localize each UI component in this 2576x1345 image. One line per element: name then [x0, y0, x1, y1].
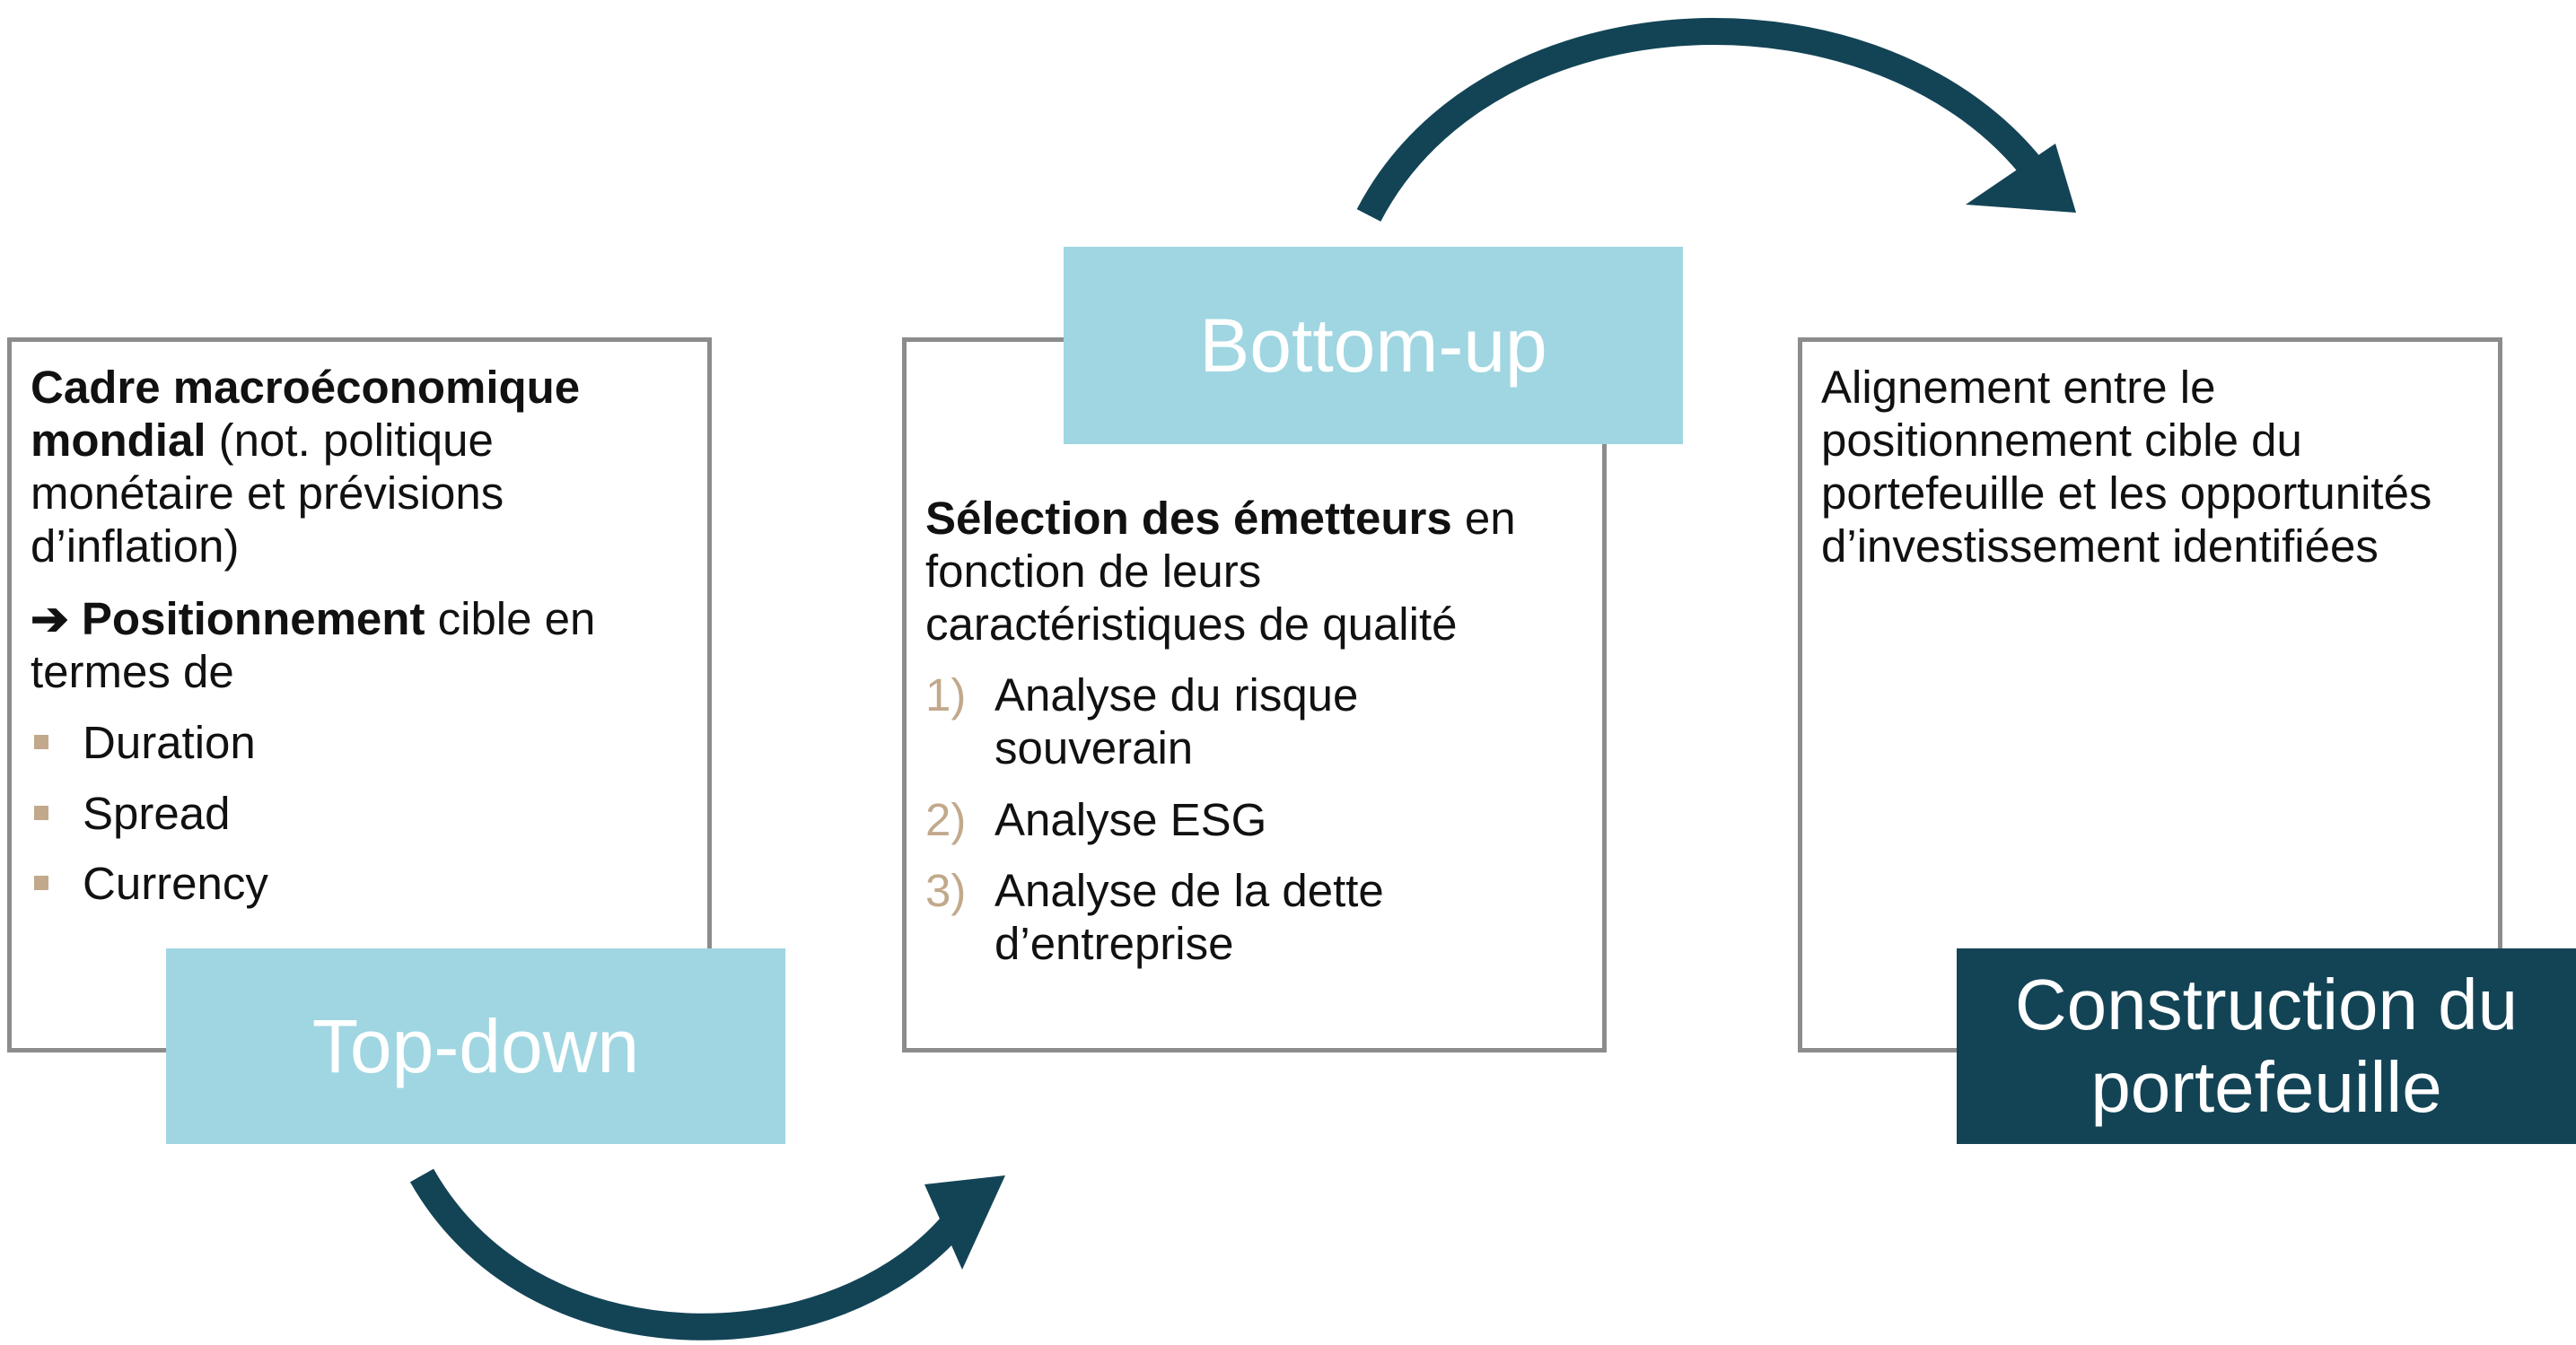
item-1-line2: souverain — [994, 722, 1194, 773]
positionnement-bold: Positionnement — [81, 593, 425, 644]
construction-label-line2: portefeuille — [2090, 1047, 2442, 1127]
item-1-line1: Analyse du risque — [994, 669, 1359, 721]
arrow-top-down-to-bottom-up — [409, 1168, 981, 1341]
top-down-description: Cadre macroéconomique mondial (not. poli… — [31, 361, 686, 572]
bullet-spread: Spread — [83, 788, 231, 839]
bullet-currency: Currency — [83, 858, 268, 909]
square-bullet-icon — [34, 806, 48, 820]
top-down-bold-lead: Cadre macroéconomique mondial — [31, 362, 581, 466]
item-number-3: 3) — [925, 865, 967, 916]
construction-description: Alignement entre le positionnement cible… — [1821, 362, 2432, 572]
right-arrow-icon: ➔ — [31, 593, 69, 644]
bottom-up-box — [902, 337, 1607, 1052]
construction-label-line1: Construction du — [2014, 965, 2519, 1044]
item-number-1: 1) — [925, 669, 967, 721]
bottom-up-label: Bottom-up — [1064, 247, 1683, 444]
item-number-2: 2) — [925, 794, 967, 845]
top-down-lead-rest: (not. politique monétaire et prévisions … — [31, 415, 504, 572]
construction-label: Construction du portefeuille — [1957, 948, 2576, 1144]
arrow-bottom-up-to-construction — [1356, 18, 2048, 222]
bullet-duration: Duration — [83, 717, 256, 768]
top-down-box — [7, 337, 712, 1052]
bottom-up-lead-rest: en fonction de leurs caractéristiques de… — [925, 493, 1516, 650]
arrowhead-construction — [1966, 144, 2076, 213]
arrowhead-bottom-up — [924, 1175, 1005, 1270]
square-bullet-icon — [34, 735, 48, 749]
positionnement-rest: cible en termes de — [31, 593, 596, 697]
item-3-line1: Analyse de la dette — [994, 865, 1384, 916]
bottom-up-description: Sélection des émetteurs en fonction de l… — [925, 492, 1590, 651]
positionnement-line: ➔ Positionnement cible en termes de — [31, 592, 686, 698]
bottom-up-bold-lead: Sélection des émetteurs — [925, 493, 1452, 544]
item-2-line1: Analyse ESG — [994, 794, 1267, 845]
top-down-label: Top-down — [166, 948, 785, 1144]
square-bullet-icon — [34, 876, 48, 890]
item-3-line2: d’entreprise — [994, 918, 1234, 969]
